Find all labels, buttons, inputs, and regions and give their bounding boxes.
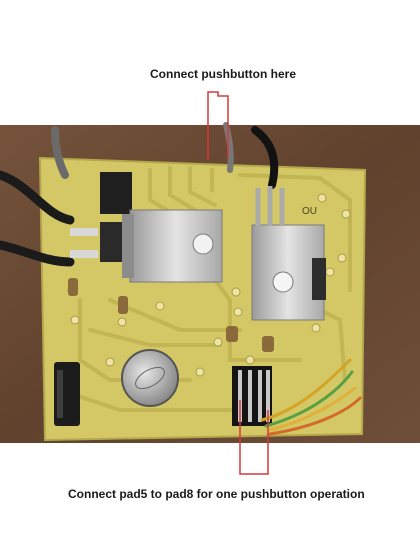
mounting-hole-right — [272, 271, 294, 293]
annotation-line-bottom — [239, 400, 269, 475]
caption-pushbutton: Connect pushbutton here — [150, 67, 296, 81]
resistors — [68, 278, 274, 352]
black-cable-right — [251, 126, 279, 189]
black-cable-bottom — [0, 240, 75, 267]
grey-cable-right — [223, 122, 234, 173]
pcb-traces — [58, 166, 352, 412]
solder-pads — [67, 193, 351, 377]
annotation-line-top — [207, 91, 229, 160]
jumper-wires — [260, 358, 362, 436]
board-marking: OU — [302, 206, 317, 217]
regulator-top — [100, 172, 132, 214]
black-cable-top — [0, 170, 75, 225]
capacitor-large — [121, 349, 179, 407]
mounting-hole-left — [192, 233, 214, 255]
annotation-lines — [207, 91, 269, 475]
grey-cable — [51, 126, 69, 179]
caption-pad-connection: Connect pad5 to pad8 for one pushbutton … — [68, 487, 365, 501]
